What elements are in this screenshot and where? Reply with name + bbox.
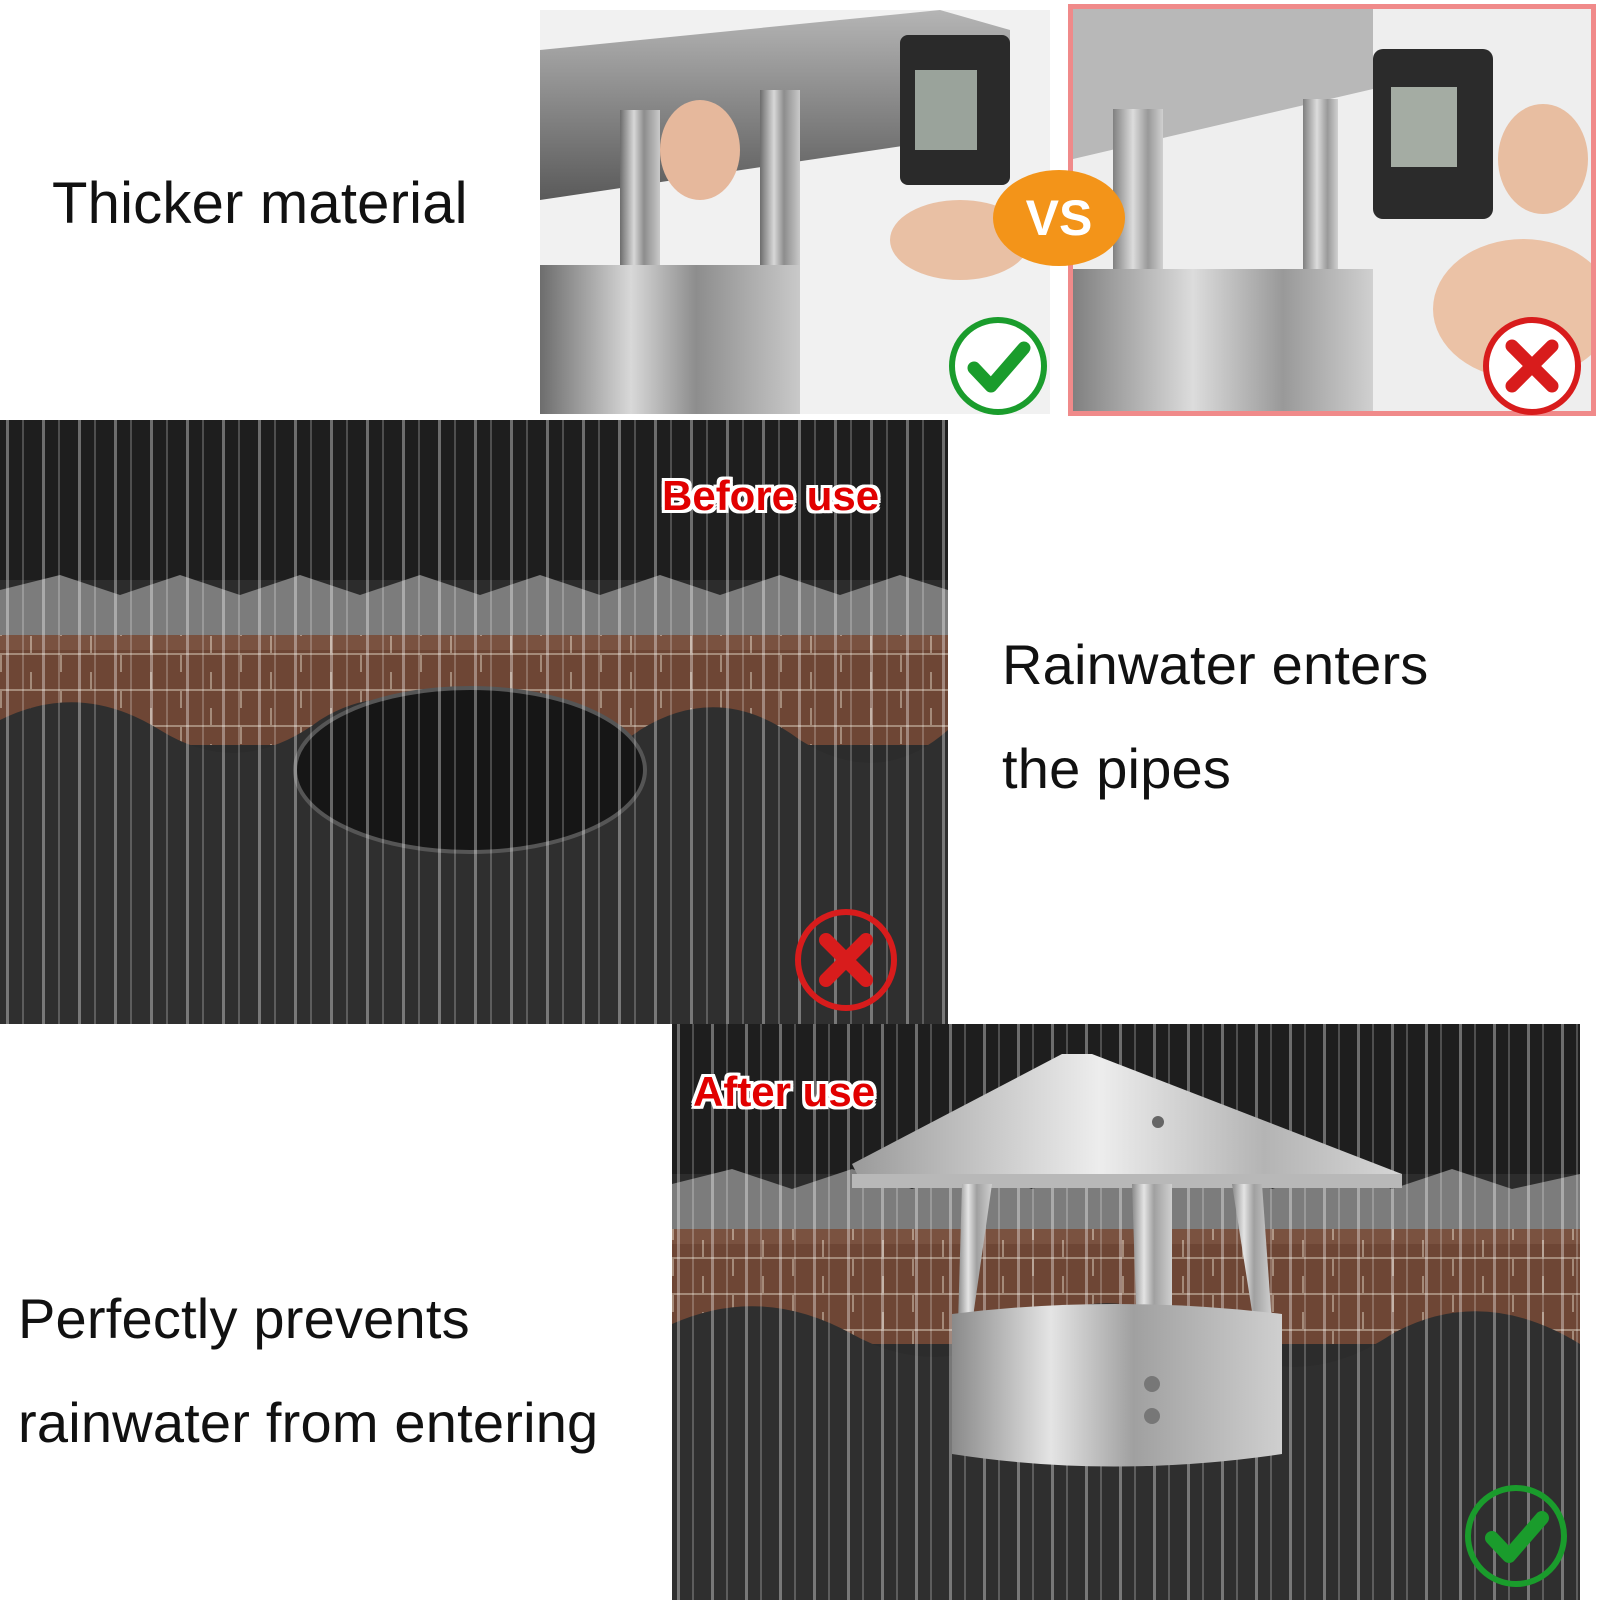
check-icon — [946, 314, 1050, 418]
cross-icon — [1480, 314, 1584, 418]
caption-thicker-material: Thicker material — [52, 171, 468, 236]
caliper-photo-thin — [1068, 4, 1596, 416]
caliper-photo-thick — [540, 10, 1050, 414]
caption-rain-line2: the pipes — [1002, 737, 1232, 800]
vs-badge: VS — [993, 170, 1125, 266]
label-before-use: Before use — [662, 472, 880, 519]
rain-panel-before — [0, 420, 948, 1024]
caption-rain-line1: Rainwater enters — [1002, 633, 1429, 696]
cross-icon — [792, 906, 900, 1014]
label-after-use: After use — [693, 1068, 876, 1115]
check-icon — [1462, 1482, 1570, 1590]
rain-panel-after — [672, 1024, 1580, 1600]
caption-prevent-line1: Perfectly prevents — [18, 1287, 470, 1350]
caption-prevent-line2: rainwater from entering — [18, 1391, 599, 1454]
